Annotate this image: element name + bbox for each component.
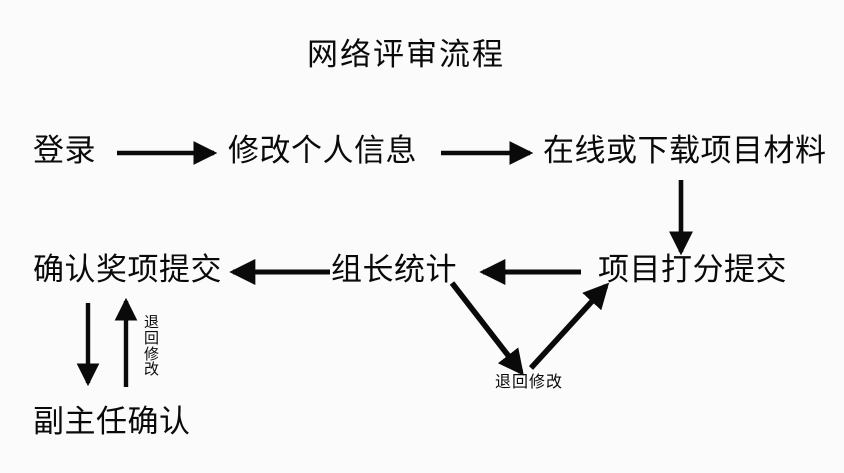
node-materials[interactable]: 在线或下载项目材料	[543, 133, 827, 169]
edge-label-return-vertical: 退回修改	[143, 313, 159, 379]
node-profile[interactable]: 修改个人信息	[228, 133, 417, 169]
edge-label-return-horizontal: 退回修改	[495, 372, 564, 391]
node-score[interactable]: 项目打分提交	[598, 252, 787, 288]
node-leader[interactable]: 组长统计	[331, 252, 457, 288]
node-confirm[interactable]: 确认奖项提交	[33, 252, 222, 288]
node-login[interactable]: 登录	[33, 133, 96, 169]
edge-leader-to-revise	[449, 281, 524, 376]
edge-revise-to-score	[528, 282, 610, 370]
node-deputy[interactable]: 副主任确认	[33, 404, 191, 440]
page-title: 网络评审流程	[307, 37, 505, 73]
